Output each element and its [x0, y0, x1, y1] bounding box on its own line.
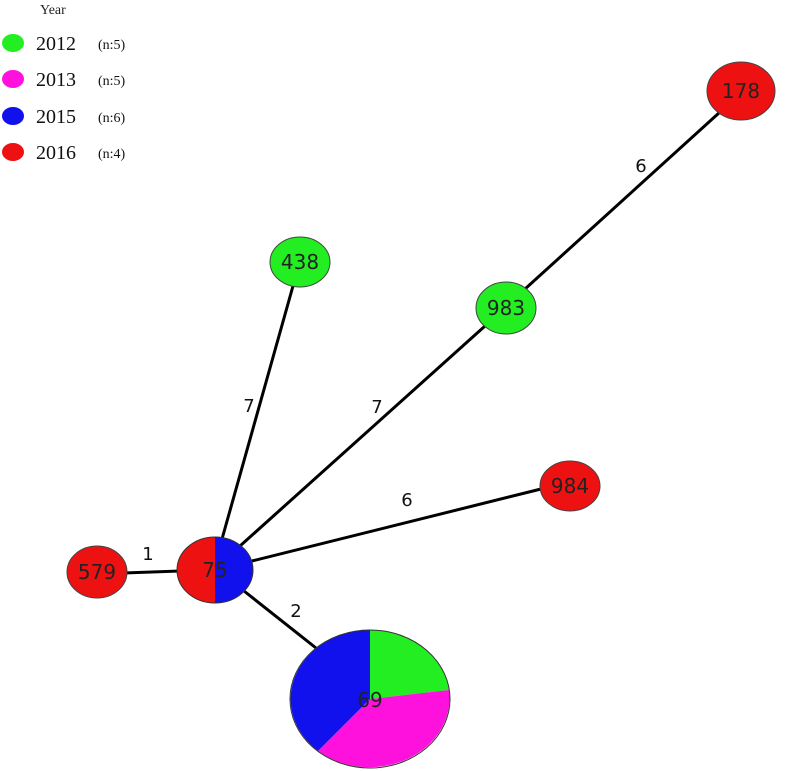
- legend-count: (n:5): [98, 38, 126, 53]
- node-69[interactable]: 69: [289, 629, 451, 769]
- legend-swatch-blue: [2, 107, 24, 125]
- node-fill: [706, 61, 776, 121]
- legend: Year 2012 (n:5) 2013 (n:5) 2015 (n:6) 20…: [2, 3, 126, 164]
- edge-weight-label: 6: [401, 490, 412, 511]
- legend-count: (n:4): [98, 147, 126, 162]
- node-178[interactable]: 178: [706, 61, 776, 121]
- edge-579-75: [123, 569, 181, 575]
- node-slice-2012: [370, 630, 449, 699]
- node-label: 579: [78, 560, 116, 584]
- node-slice-2013: [318, 690, 450, 768]
- nodes: 75 69 579 438 983: [66, 61, 776, 769]
- node-579[interactable]: 579: [66, 545, 128, 599]
- edge-75-438: [220, 285, 295, 540]
- edge-weight-label: 2: [290, 601, 301, 622]
- edges: [123, 110, 722, 650]
- edge-weight-label: 6: [635, 156, 646, 177]
- edge-75-983: [238, 324, 487, 548]
- legend-year: 2013: [36, 69, 76, 91]
- legend-count: (n:6): [98, 111, 126, 126]
- legend-swatch-red: [2, 143, 24, 161]
- legend-title: Year: [40, 3, 66, 18]
- legend-item-2012: 2012 (n:5): [2, 33, 126, 55]
- node-fill: [269, 236, 331, 288]
- edge-weight-label: 7: [243, 396, 254, 417]
- legend-item-2015: 2015 (n:6): [2, 106, 126, 128]
- legend-item-2013: 2013 (n:5): [2, 69, 126, 91]
- edge-weight-label: 1: [142, 544, 153, 565]
- node-984[interactable]: 984: [539, 460, 601, 512]
- edge-983-178: [523, 110, 722, 291]
- legend-swatch-green: [2, 34, 24, 52]
- node-outline: [289, 629, 451, 769]
- node-fill: [66, 545, 128, 599]
- legend-count: (n:5): [98, 74, 126, 89]
- node-label: 178: [722, 79, 760, 103]
- node-983[interactable]: 983: [475, 281, 537, 335]
- legend-year: 2015: [36, 106, 76, 128]
- node-outline: [176, 536, 254, 604]
- node-slice-2015: [215, 537, 253, 603]
- edge-labels: 1 2 7 7 6 6: [142, 156, 646, 622]
- node-slice-2015: [290, 630, 370, 751]
- node-label: 983: [487, 296, 525, 320]
- legend-swatch-magenta: [2, 70, 24, 88]
- edge-75-984: [251, 487, 542, 563]
- node-slice-2016: [177, 537, 215, 603]
- legend-year: 2012: [36, 33, 76, 55]
- node-label: 984: [551, 474, 589, 498]
- node-label: 75: [202, 558, 227, 582]
- legend-year: 2016: [36, 142, 76, 164]
- legend-item-2016: 2016 (n:4): [2, 142, 126, 164]
- edge-weight-label: 7: [371, 397, 382, 418]
- edge-75-69: [243, 589, 317, 650]
- node-label: 69: [357, 688, 382, 712]
- node-label: 438: [281, 250, 319, 274]
- node-fill: [475, 281, 537, 335]
- node-438[interactable]: 438: [269, 236, 331, 288]
- node-fill: [539, 460, 601, 512]
- node-75[interactable]: 75: [176, 536, 254, 604]
